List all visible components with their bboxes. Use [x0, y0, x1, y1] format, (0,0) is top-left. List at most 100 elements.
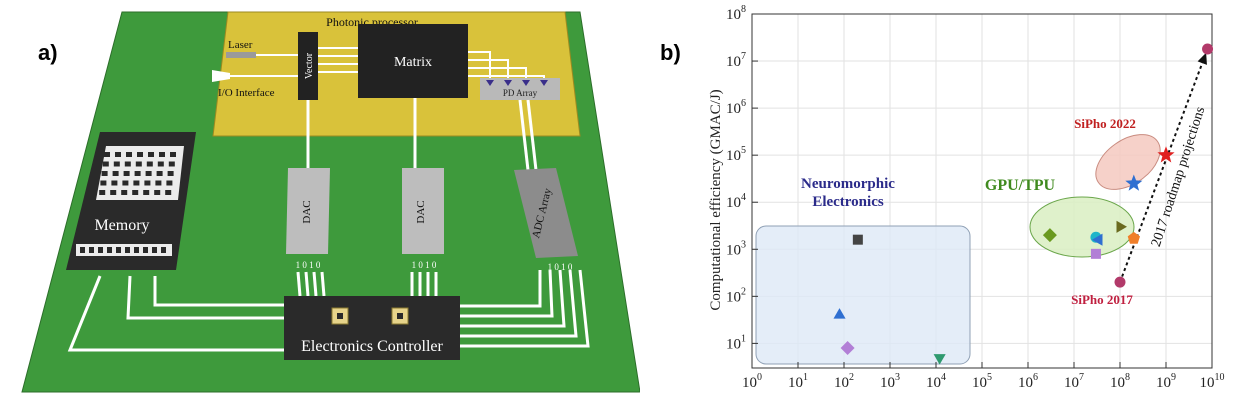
sipho-2017-label: SiPho 2017	[1071, 292, 1133, 307]
memory-pin	[116, 247, 121, 253]
data-point-14	[1202, 43, 1214, 55]
tick-label: 105	[726, 145, 746, 164]
photodetector-icons	[486, 80, 548, 86]
memory-cell	[166, 180, 173, 186]
memory-cell	[155, 180, 162, 186]
memory-pin	[89, 247, 94, 253]
board-traces	[67, 98, 590, 352]
sipho-2022-region	[1095, 134, 1161, 190]
memory-cell	[159, 152, 165, 157]
io-interface-label: I/O Interface	[218, 87, 275, 99]
tick-label: 100	[742, 372, 762, 391]
adc-array-bits: 1 0 1 0	[548, 262, 573, 272]
memory-pin	[98, 247, 103, 253]
memory-pin	[152, 247, 157, 253]
data-point-3	[840, 341, 855, 355]
roadmap-label: 2017 roadmap projections	[1149, 105, 1208, 249]
data-point-4	[933, 354, 946, 365]
memory-pin	[125, 247, 130, 253]
memory-cell	[146, 161, 153, 167]
data-point-9	[1116, 220, 1127, 233]
memory-cell	[122, 180, 129, 186]
data-point-5	[1042, 228, 1057, 243]
memory-cell	[111, 180, 118, 186]
memory-cell	[165, 190, 172, 195]
tick-label: 102	[726, 286, 746, 305]
pd-array-block	[480, 78, 560, 100]
sipho-2022-label: SiPho 2022	[1074, 116, 1136, 131]
dac-2-label: DAC	[415, 200, 427, 223]
dac-2-bits: 1 0 1 0	[412, 260, 437, 270]
memory-cell	[137, 152, 143, 157]
laser-source	[226, 52, 256, 58]
memory-cell	[156, 171, 163, 176]
data-point-12	[1157, 146, 1175, 163]
memory-cell	[115, 152, 121, 157]
vector-label: Vector	[304, 52, 315, 79]
gpu-tpu-region	[1029, 196, 1135, 258]
memory-pin	[107, 247, 112, 253]
electronics-controller-block	[284, 296, 460, 360]
memory-cell	[113, 161, 120, 167]
vector-block	[298, 32, 318, 100]
memory-pin	[80, 247, 85, 253]
memory-cell	[135, 161, 142, 167]
io-coupler	[212, 70, 230, 82]
panel-a-label: a)	[38, 40, 58, 65]
memory-pins	[80, 247, 166, 253]
adc-array-block	[514, 168, 578, 258]
memory-cell	[126, 152, 132, 157]
tick-label: 105	[972, 372, 992, 391]
memory-cell	[134, 171, 141, 176]
neuromorphic-region	[755, 225, 971, 365]
memory-cell	[124, 161, 131, 167]
tick-label: 101	[726, 333, 746, 352]
data-point-2	[833, 308, 846, 319]
memory-cell	[170, 152, 176, 157]
tick-label: 101	[788, 372, 808, 391]
electronics-controller-label: Electronics Controller	[301, 338, 443, 355]
memory-cell	[157, 161, 164, 167]
dac-1-block	[286, 168, 330, 254]
efficiency-chart: Computational efficiency (GMAC/J) 100 101…	[708, 4, 1225, 391]
tick-label: 107	[1064, 372, 1084, 391]
memory-cell	[104, 152, 110, 157]
memory-cell	[144, 180, 151, 186]
dac-1-label: DAC	[301, 200, 313, 223]
gpu-tpu-label: GPU/TPU	[985, 177, 1056, 194]
tick-label: 109	[1156, 372, 1176, 391]
tick-label: 108	[726, 4, 746, 23]
memory-cell	[102, 161, 109, 167]
waveguides	[218, 47, 545, 78]
memory-cell	[167, 171, 174, 176]
memory-pin	[161, 247, 166, 253]
memory-cell	[100, 180, 107, 186]
memory-cell	[154, 190, 161, 195]
tick-label: 107	[726, 51, 746, 70]
memory-cell	[123, 171, 130, 176]
memory-cell	[112, 171, 119, 176]
tick-label: 106	[726, 98, 746, 117]
neuromorphic-label-line1: Neuromorphic	[801, 176, 895, 192]
data-point-11	[1125, 174, 1143, 191]
memory-cell	[145, 171, 152, 176]
panel-b-label: b)	[660, 40, 681, 65]
roadmap-line	[1119, 58, 1205, 283]
controller-chip-1-core	[337, 313, 343, 319]
data-point-10	[1127, 231, 1140, 244]
controller-chip-2-core	[397, 313, 403, 319]
tick-label: 1010	[1200, 372, 1225, 391]
memory-label: Memory	[94, 217, 149, 234]
matrix-label: Matrix	[394, 55, 432, 70]
memory-cell	[99, 190, 106, 195]
data-point-13	[1114, 276, 1126, 288]
data-point-7	[1092, 233, 1103, 246]
memory-cell	[133, 180, 140, 186]
tick-label: 102	[834, 372, 854, 391]
data-point-1	[852, 234, 863, 245]
memory-cell	[132, 190, 139, 195]
laser-label: Laser	[228, 39, 253, 51]
neuromorphic-label-line2: Electronics	[812, 194, 884, 210]
y-axis-label: Computational efficiency (GMAC/J)	[708, 89, 724, 310]
tick-label: 104	[726, 192, 746, 211]
